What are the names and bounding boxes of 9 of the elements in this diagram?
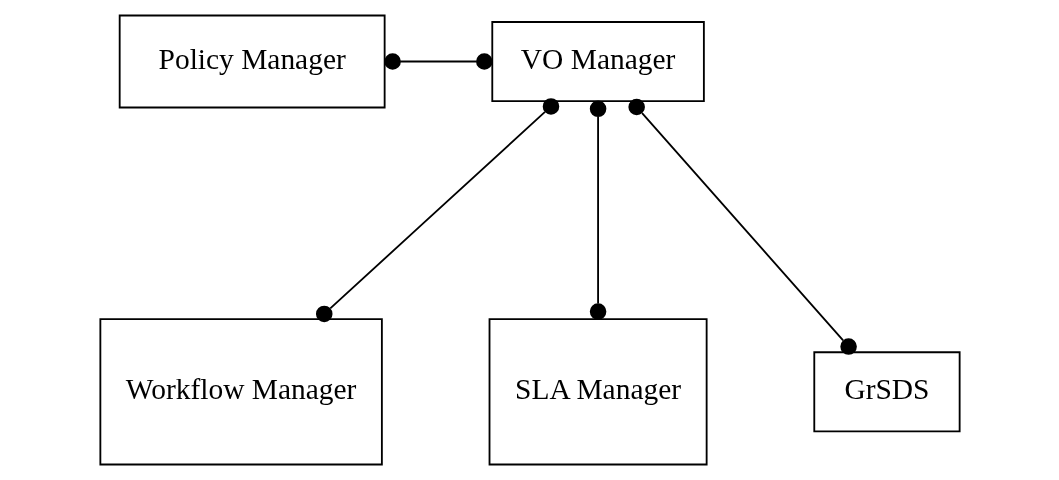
node-box: GrSDS <box>812 351 961 433</box>
node-box: Workflow Manager <box>98 318 383 466</box>
connector <box>315 98 559 323</box>
connector <box>627 98 857 355</box>
node-box: SLA Manager <box>488 318 708 466</box>
node-box: VO Manager <box>490 21 705 102</box>
node-box: Policy Manager <box>118 14 386 109</box>
connector <box>589 100 606 320</box>
connector <box>383 53 493 70</box>
